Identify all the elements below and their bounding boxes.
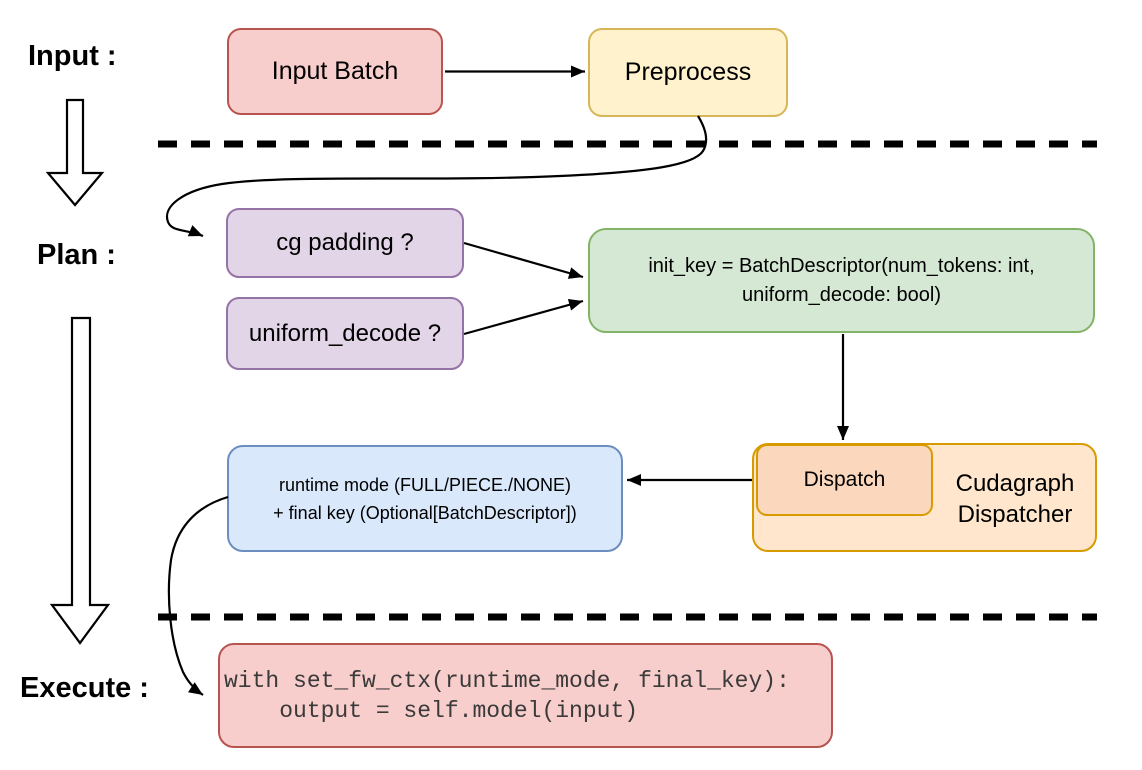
dispatch-label: Dispatch — [803, 468, 886, 491]
cudagraph-dispatcher-label: Cudagraph Dispatcher — [933, 445, 1097, 552]
cg-padding-label: cg padding ? — [276, 229, 414, 256]
input-to-plan-arrow — [45, 98, 105, 207]
execute-code-line2: output = self.model(input) — [224, 697, 639, 724]
stage-label-input: Input : — [28, 40, 117, 72]
execute-code-text: with set_fw_ctx(runtime_mode, final_key)… — [220, 666, 790, 726]
init-key-line1: init_key = BatchDescriptor(num_tokens: i… — [648, 254, 1035, 277]
execute-code-node: with set_fw_ctx(runtime_mode, final_key)… — [218, 643, 833, 748]
cudagraph-dispatcher-line1: Cudagraph — [955, 469, 1075, 497]
preprocess-node: Preprocess — [588, 28, 788, 117]
input-batch-node: Input Batch — [227, 28, 443, 115]
uniform-decode-label: uniform_decode ? — [248, 319, 442, 347]
init-key-node: init_key = BatchDescriptor(num_tokens: i… — [588, 228, 1095, 333]
plan-to-execute-arrow — [49, 316, 111, 645]
cudagraph-dispatcher-line2: Dispatcher — [957, 500, 1073, 528]
execute-code-line1: with set_fw_ctx(runtime_mode, final_key)… — [224, 667, 790, 694]
preprocess-label: Preprocess — [624, 58, 752, 86]
uniform-decode-node: uniform_decode ? — [226, 297, 464, 370]
runtime-mode-line2: + final key (Optional[BatchDescriptor]) — [273, 502, 577, 523]
runtime-mode-line1: runtime mode (FULL/PIECE./NONE) — [278, 474, 572, 495]
stage-label-plan: Plan : — [37, 239, 116, 271]
dispatch-node: Dispatch — [756, 444, 933, 516]
arrow-uniform-decode-to-init-key — [463, 298, 584, 336]
runtime-mode-node: runtime mode (FULL/PIECE./NONE) + final … — [227, 445, 623, 552]
stage-label-execute: Execute : — [20, 672, 149, 704]
arrow-cg-padding-to-init-key — [463, 241, 584, 279]
init-key-line2: uniform_decode: bool) — [741, 283, 941, 306]
cg-padding-node: cg padding ? — [226, 208, 464, 278]
input-batch-label: Input Batch — [271, 57, 399, 85]
